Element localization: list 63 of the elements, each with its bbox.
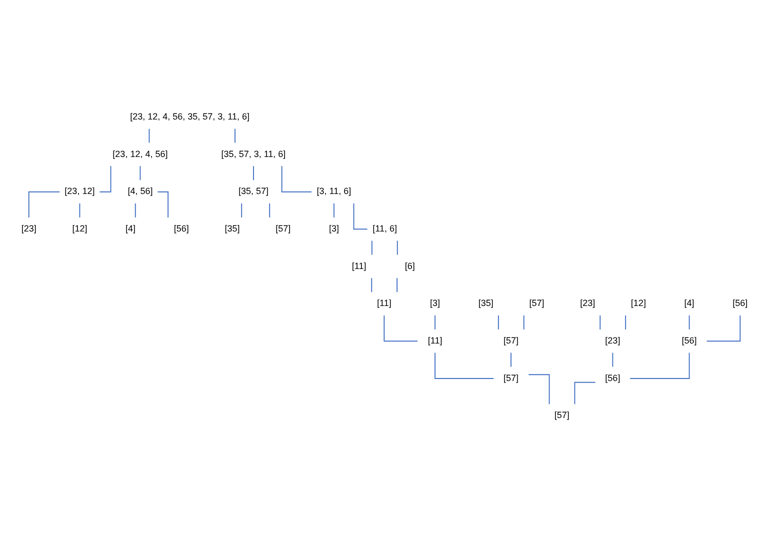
- node-text: [35, 57, 3, 11, 6]: [221, 148, 286, 159]
- connector: [625, 314, 626, 330]
- node-text: [3]: [328, 224, 339, 234]
- node-text: [57]: [503, 372, 518, 383]
- connector: [498, 314, 499, 330]
- connector: [353, 202, 368, 230]
- node-text: [56]: [174, 224, 189, 234]
- node-text: [11]: [352, 260, 366, 271]
- node-text: [6]: [404, 260, 415, 271]
- connector: [371, 240, 372, 256]
- connector: [510, 352, 512, 368]
- connector: [434, 352, 494, 379]
- node-text: [23]: [21, 224, 36, 234]
- node-text: [56]: [732, 298, 748, 308]
- node-text: [11]: [428, 336, 442, 346]
- connector: [600, 314, 601, 330]
- connector: [434, 314, 436, 330]
- connector: [241, 202, 242, 218]
- node-text: [56]: [605, 372, 620, 383]
- connector: [688, 314, 690, 330]
- node-text: [23, 12, 4, 56, 35, 57, 3, 11, 6]: [130, 112, 250, 122]
- connector: [528, 374, 550, 405]
- connector: [612, 352, 614, 368]
- connector: [134, 202, 136, 218]
- connector: [523, 314, 524, 330]
- connector: [371, 278, 372, 293]
- node-text: [35, 57]: [238, 186, 269, 196]
- node-text: [12]: [72, 224, 88, 234]
- node-text: [35]: [224, 224, 240, 234]
- connector: [234, 128, 236, 144]
- node-text: [57]: [503, 336, 518, 346]
- connector: [140, 166, 141, 181]
- connector: [333, 202, 334, 218]
- node-text: [23, 12]: [64, 186, 95, 196]
- node-text: [35]: [478, 298, 494, 308]
- connector: [396, 278, 398, 293]
- connector: [384, 314, 418, 342]
- connector: [269, 202, 270, 218]
- node-text: [11, 6]: [372, 224, 397, 234]
- connector: [281, 166, 312, 192]
- node-text: [57]: [276, 224, 291, 234]
- connector: [157, 191, 169, 218]
- node-text: [56]: [682, 336, 697, 346]
- connector: [148, 128, 150, 144]
- connector: [79, 202, 80, 218]
- node-text: [23, 12, 4, 56]: [112, 148, 168, 159]
- connector: [630, 352, 690, 379]
- node-text: [57]: [529, 298, 544, 308]
- node-text: [11]: [377, 298, 392, 308]
- node-text: [57]: [554, 410, 570, 420]
- node-text: [23]: [580, 298, 596, 308]
- connector: [706, 314, 741, 342]
- connector: [396, 240, 398, 256]
- node-text: [12]: [630, 298, 646, 308]
- connector: [253, 166, 254, 181]
- node-text: [3, 11, 6]: [316, 186, 352, 196]
- node-text: [23]: [605, 336, 620, 346]
- node-text: [4]: [684, 298, 694, 308]
- node-text: [3]: [430, 298, 440, 308]
- node-text: [4, 56]: [128, 186, 153, 196]
- connector: [28, 191, 60, 218]
- node-text: [4]: [126, 224, 136, 234]
- connector: [574, 382, 596, 405]
